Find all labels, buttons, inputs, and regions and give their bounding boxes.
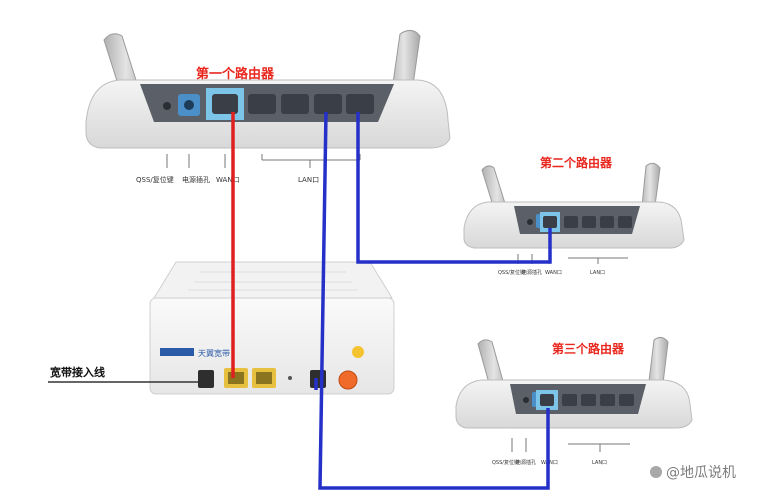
router-1-title: 第一个路由器 [196,66,275,82]
modem-dsl-port [198,370,214,388]
router-1-lan-port-3 [314,94,342,114]
watermark: @地瓜说机 [650,465,736,481]
watermark-text: @地瓜说机 [666,465,736,481]
modem-power-button [338,370,358,390]
lan-cable-to-router-3 [318,111,550,490]
router-1-lan-port-4 [346,94,374,114]
modem-brand: 天翼宽带 [198,348,230,358]
router-3-title: 第三个路由器 [552,341,625,356]
broadband-label: 宽带接入线 [49,365,105,379]
router-1-wan-label: WAN口 [216,176,240,184]
router-1-qss-button [163,102,171,110]
modem-top [153,261,393,299]
paw-icon [650,466,662,478]
router-2-wan-label: WAN口 [545,270,562,276]
router-3: 第三个路由器 QSS/复位键 电源插孔 WAN口 LAN口 [455,336,693,466]
router-3-power-label: 电源插孔 [516,459,536,466]
router-2-power-label: 电源插孔 [522,269,542,276]
router-3-qss-label: QSS/复位键 [492,459,519,466]
router-2-lan-label: LAN口 [590,270,605,276]
router-1-qss-label: QSS/复位键 [136,175,174,184]
router-1-lan-port-1 [248,94,276,114]
router-1: 第一个路由器 QSS/复位键 电源插孔 WAN口 LAN口 [85,30,451,184]
modem-brand-mark [160,348,194,356]
router-1-power-label: 电源插孔 [182,175,210,184]
router-1-lan-port-2 [281,94,309,114]
modem: 天翼宽带 [149,261,395,395]
lan-cable-to-router-2 [356,112,552,264]
router-2: 第二个路由器 QSS/复位键 电源插孔 WAN口 LAN口 [463,155,685,276]
modem-logo [352,346,364,358]
modem-power-jack [310,370,326,388]
router-1-lan-label: LAN口 [298,176,319,184]
router-3-lan-label: LAN口 [592,460,607,466]
router-2-title: 第二个路由器 [540,155,613,170]
router-2-qss-label: QSS/复位键 [498,269,525,276]
